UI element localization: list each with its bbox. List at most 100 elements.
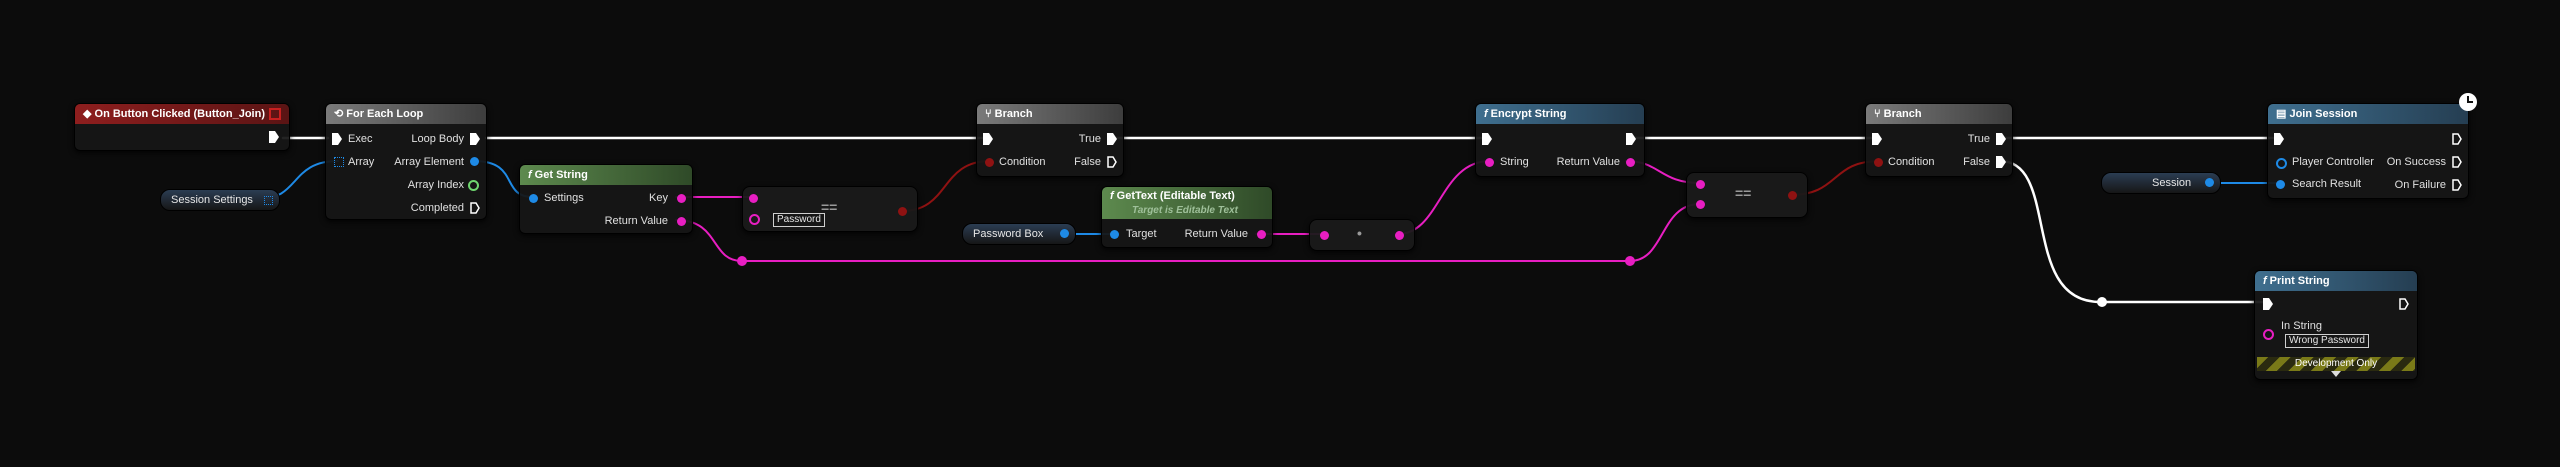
equal-string-node-1[interactable]: == Password [742, 186, 918, 232]
pin-array-index-label: Array Index [407, 179, 464, 191]
conversion-node[interactable]: • [1309, 219, 1415, 251]
text-pin-icon[interactable] [1320, 231, 1329, 240]
join-session-node[interactable]: ▤ Join Session Player Controller On Succ… [2267, 103, 2469, 199]
pin-completed-label: Completed [410, 202, 464, 214]
pin-array-label: Array [348, 156, 375, 168]
string-pin-icon[interactable] [1395, 231, 1404, 240]
object-pin-icon[interactable] [1060, 229, 1069, 238]
equal-string-node-2[interactable]: == [1686, 172, 1808, 218]
pin-on-failure-label: On Failure [2394, 179, 2446, 191]
delegate-pin-icon[interactable] [269, 108, 281, 120]
node-header: ⑂ Branch [977, 104, 1123, 124]
node-title: Branch [994, 108, 1033, 120]
exec-in-pin-icon[interactable] [1482, 133, 1492, 145]
node-title: Get String [534, 169, 588, 181]
node-title: For Each Loop [346, 108, 424, 120]
pin-return-value-label: Return Value [1556, 156, 1620, 168]
exec-out-hollow-pin-icon[interactable] [1107, 156, 1117, 168]
exec-out-hollow-pin-icon[interactable] [2452, 179, 2462, 191]
exec-out-hollow-pin-icon[interactable] [470, 202, 480, 214]
variable-label: Session Settings [171, 194, 253, 206]
reroute-knot [737, 256, 747, 266]
object-pin-icon[interactable] [2276, 180, 2285, 189]
exec-in-pin-icon[interactable] [2263, 298, 2273, 310]
pin-array-element-label: Array Element [394, 156, 464, 168]
string-pin-icon[interactable] [749, 194, 758, 203]
bool-pin-icon[interactable] [985, 158, 994, 167]
int-pin-icon[interactable] [468, 180, 479, 191]
string-pin-icon[interactable] [2263, 329, 2274, 340]
event-diamond-icon: ◆ [83, 108, 95, 120]
function-icon: f [1110, 190, 1114, 202]
node-title: Branch [1883, 108, 1922, 120]
password-literal-field[interactable]: Password [773, 213, 825, 227]
object-pin-icon[interactable] [2205, 178, 2214, 187]
exec-in-pin-icon[interactable] [1872, 133, 1882, 145]
latent-clock-icon [2459, 93, 2477, 111]
pin-loop-body-label: Loop Body [411, 133, 464, 145]
session-settings-variable[interactable]: Session Settings [160, 189, 280, 211]
in-string-literal-field[interactable]: Wrong Password [2285, 334, 2369, 348]
array-grid-icon[interactable] [334, 157, 344, 167]
pin-settings-label: Settings [544, 192, 584, 204]
branch-node-1[interactable]: ⑂ Branch Condition True False [976, 103, 1124, 177]
pin-condition-label: Condition [999, 156, 1046, 168]
string-pin-icon[interactable] [677, 194, 686, 203]
pin-condition-label: Condition [1888, 156, 1935, 168]
string-pin-icon[interactable] [1626, 158, 1635, 167]
object-pin-icon[interactable] [1110, 230, 1119, 239]
exec-out-pin-icon[interactable] [470, 133, 480, 145]
window-icon: ▤ [2276, 108, 2290, 120]
reroute-knot [1625, 256, 1635, 266]
pin-in-string-label: In String [2281, 320, 2322, 332]
string-pin-icon[interactable] [1485, 158, 1494, 167]
pin-return-value-label: Return Value [604, 215, 668, 227]
exec-out-pin-icon[interactable] [269, 131, 279, 143]
password-box-variable[interactable]: Password Box [962, 223, 1076, 245]
exec-out-pin-icon[interactable] [1996, 156, 2006, 168]
string-pin-icon[interactable] [1696, 180, 1705, 189]
on-button-clicked-node[interactable]: ◆ On Button Clicked (Button_Join) [74, 103, 290, 151]
object-pin-icon[interactable] [470, 157, 479, 166]
text-pin-icon[interactable] [1257, 230, 1266, 239]
array-grid-icon[interactable] [264, 196, 273, 205]
branch-icon: ⑂ [1874, 108, 1884, 120]
exec-out-hollow-pin-icon[interactable] [2399, 298, 2409, 310]
reroute-knot [2097, 297, 2107, 307]
branch-node-2[interactable]: ⑂ Branch Condition True False [1865, 103, 2013, 177]
exec-in-pin-icon[interactable] [983, 133, 993, 145]
session-variable[interactable]: Session [2101, 172, 2221, 194]
pin-false-label: False [1963, 156, 1990, 168]
exec-out-hollow-pin-icon[interactable] [2452, 133, 2462, 145]
object-pin-icon[interactable] [529, 194, 538, 203]
bool-pin-icon[interactable] [1788, 191, 1797, 200]
exec-in-pin-icon[interactable] [332, 133, 342, 145]
expand-arrow-icon[interactable] [2331, 371, 2341, 377]
exec-wire [1998, 159, 2265, 304]
bool-pin-icon[interactable] [898, 207, 907, 216]
for-each-loop-node[interactable]: ⟲ For Each Loop Exec Array Loop Body Arr… [325, 103, 487, 220]
exec-out-pin-icon[interactable] [1107, 133, 1117, 145]
exec-in-pin-icon[interactable] [2274, 133, 2284, 145]
pin-true-label: True [1967, 133, 1990, 145]
node-title: On Button Clicked (Button_Join) [94, 108, 265, 120]
node-title: GetText (Editable Text) [1116, 190, 1235, 202]
string-pin-icon[interactable] [749, 214, 760, 225]
exec-out-pin-icon[interactable] [1626, 133, 1636, 145]
string-pin-icon[interactable] [1696, 200, 1705, 209]
node-title: Print String [2269, 275, 2330, 287]
bool-pin-icon[interactable] [1874, 158, 1883, 167]
loop-icon: ⟲ [334, 108, 347, 120]
exec-out-pin-icon[interactable] [1996, 133, 2006, 145]
exec-out-hollow-pin-icon[interactable] [2452, 156, 2462, 168]
object-pin-icon[interactable] [2276, 158, 2287, 169]
branch-icon: ⑂ [985, 108, 995, 120]
string-pin-icon[interactable] [677, 217, 686, 226]
